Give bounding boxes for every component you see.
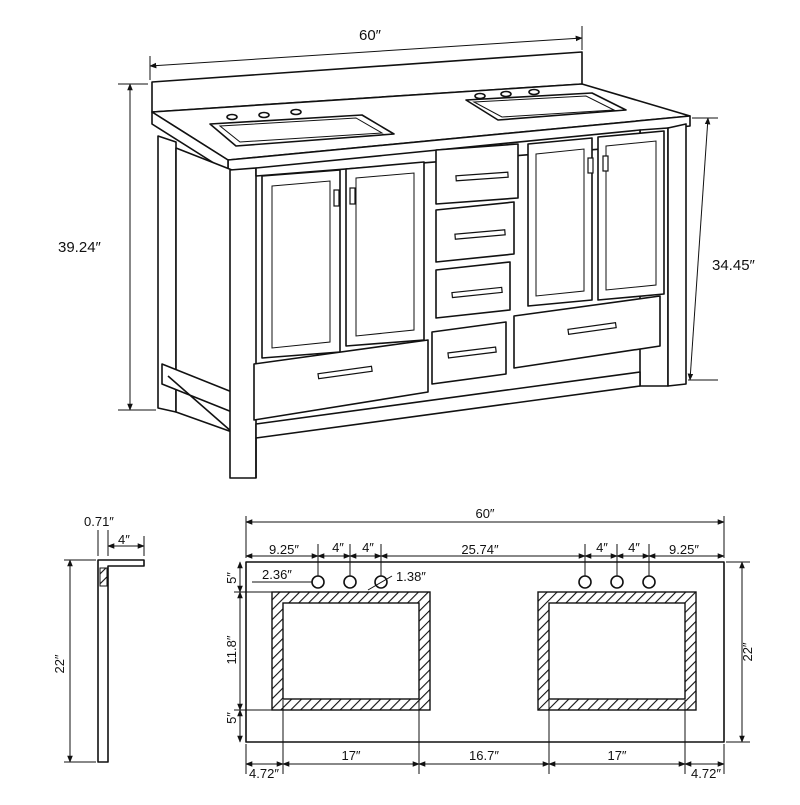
left-margin-label: 4.72″: [249, 766, 279, 781]
left-sink-plan: [271, 591, 431, 711]
top-plan-view: 60″ 9.25″ 4″ 4″ 25.74″ 4″ 4″ 9.25″ 2.36″…: [224, 506, 755, 781]
width-label: 60″: [359, 27, 382, 44]
side-depth-label: 22″: [52, 654, 67, 673]
between-sinks-label: 16.7″: [469, 748, 499, 763]
right-sink: [465, 92, 627, 121]
right-cabinet-doors: [527, 130, 665, 307]
right-edge-to-faucet-label: 9.25″: [669, 542, 699, 557]
plan-depth-label: 22″: [740, 642, 755, 661]
sink-depth-label: 11.8″: [224, 635, 239, 664]
bottom-rail: [255, 371, 641, 439]
plan-width-label: 60″: [475, 506, 494, 521]
right-sink-plan: [537, 591, 697, 711]
left-sink-width-label: 17″: [341, 748, 360, 763]
faucet-holes-plan-right: [578, 575, 656, 589]
thickness-label: 0.71″: [84, 514, 114, 529]
faucet-spacing-left-2-label: 4″: [362, 540, 374, 555]
right-sink-width-label: 17″: [607, 748, 626, 763]
front-margin-label: 5″: [224, 572, 239, 584]
drawer-handles: [317, 171, 617, 380]
faucet-hole-diameter-label: 1.38″: [396, 569, 426, 584]
countertop-profile: [97, 559, 145, 763]
faucet-spacing-left-1-label: 4″: [332, 540, 344, 555]
side-profile-view: 0.71″ 4″ 22″: [52, 514, 145, 763]
left-sink: [209, 114, 395, 147]
faucet-holes-right: [474, 88, 540, 100]
right-leg-side: [667, 123, 687, 387]
faucet-gap-center-label: 25.74″: [461, 542, 499, 557]
total-height-label: 39.24″: [58, 239, 102, 256]
faucet-holes-left: [226, 108, 302, 121]
backsplash-depth-label: 4″: [118, 532, 130, 547]
left-edge-to-faucet-label: 9.25″: [269, 542, 299, 557]
back-margin-label: 5″: [224, 712, 239, 724]
vanity-perspective: 60″ 39.24″ 34.45″: [58, 26, 756, 479]
front-left-leg: [229, 167, 257, 479]
right-margin-label: 4.72″: [691, 766, 721, 781]
faucet-holes-plan-left: [311, 575, 388, 589]
faucet-spacing-right-1-label: 4″: [596, 540, 608, 555]
door-knobs: [333, 155, 609, 207]
left-drawer: [253, 339, 429, 421]
width-dimension-line: [149, 35, 583, 69]
faucet-spacing-right-2-label: 4″: [628, 540, 640, 555]
faucet-hole-offset-label: 2.36″: [262, 567, 292, 582]
left-cabinet-doors: [261, 161, 425, 359]
cabinet-height-label: 34.45″: [712, 257, 756, 274]
cabinet-height-dimension-line: [687, 117, 711, 381]
